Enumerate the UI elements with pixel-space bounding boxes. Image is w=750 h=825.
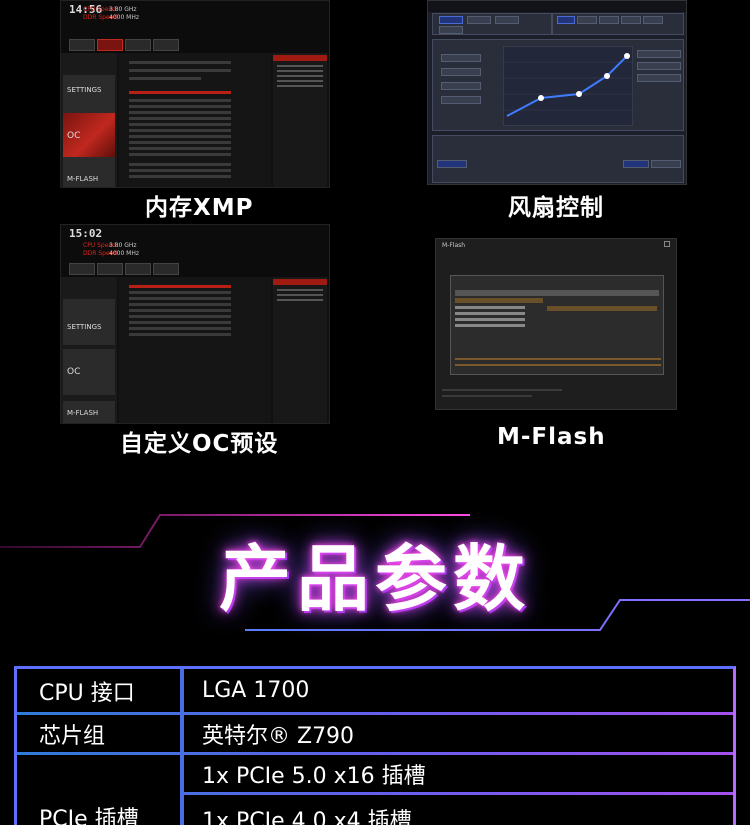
spec-value-pcie-slot: 1x PCIe 5.0 x16 插槽: [184, 755, 733, 792]
sidebar-oc[interactable]: [63, 349, 115, 395]
bios-topbar: 15:02 CPU Speed 3.80 GHz DDR Speed 4000 …: [61, 225, 329, 277]
fan-curve-graph[interactable]: [503, 46, 633, 126]
bios-sidebar: SETTINGS OC M-FLASH: [61, 277, 117, 423]
spec-key-chipset: 芯片组: [17, 715, 180, 752]
sidebar-mflash[interactable]: [63, 401, 115, 423]
close-icon[interactable]: [664, 241, 670, 247]
bios-help-panel: [273, 53, 327, 187]
fan-control-screenshot: [427, 0, 687, 185]
sidebar-mflash[interactable]: [63, 157, 115, 187]
sidebar-oc[interactable]: [63, 113, 115, 159]
bios-profile-tabs: [61, 37, 329, 53]
mflash-file-panel: [450, 275, 664, 375]
fan-curve-panel: [432, 39, 684, 131]
bios-oc-profile-screenshot: 15:02 CPU Speed 3.80 GHz DDR Speed 4000 …: [60, 224, 330, 424]
section-title: 产品参数: [218, 537, 531, 621]
spec-table: CPU 接口 LGA 1700 芯片组 英特尔® Z790 PCIe 插槽 1x…: [14, 666, 736, 825]
mflash-window-title: M-Flash: [442, 242, 466, 249]
bios-topbar: 14:56 CPU Speed 3.80 GHz DDR Speed 4000 …: [61, 1, 329, 53]
bios-oc-profile-list: [119, 277, 271, 423]
bios-clock: 15:02: [69, 227, 103, 240]
caption-oc-profile: 自定义OC预设: [120, 431, 279, 457]
bios-profile-tabs: [61, 261, 329, 277]
heading-neon-lines: [0, 514, 750, 631]
spec-value-pcie-slot: 1x PCIe 4.0 x4 插槽: [184, 795, 733, 825]
caption-xmp: 内存XMP: [145, 195, 254, 221]
bios-sidebar: SETTINGS OC M-FLASH: [61, 53, 117, 187]
bios-xmp-screenshot: 14:56 CPU Speed 3.80 GHz DDR Speed 4000 …: [60, 0, 330, 188]
spec-key-cpu-socket: CPU 接口: [17, 669, 180, 712]
bios-settings-list: [119, 53, 271, 187]
bios-clock: 14:56: [69, 3, 103, 16]
spec-value-cpu-socket: LGA 1700: [184, 669, 733, 712]
mflash-screenshot: M-Flash: [435, 238, 677, 410]
spec-value-chipset: 英特尔® Z790: [184, 715, 733, 752]
fan-select-tabs: [552, 13, 684, 35]
sidebar-settings[interactable]: [63, 299, 115, 345]
spec-key-pcie-slots: PCIe 插槽: [17, 755, 180, 825]
caption-fan-control: 风扇控制: [508, 195, 604, 221]
fan-sensor-tabs: [432, 13, 552, 35]
caption-mflash: M-Flash: [497, 424, 606, 450]
bios-help-panel: [273, 277, 327, 423]
fan-titlebar: [428, 1, 686, 12]
fan-monitor-bar: [432, 135, 684, 183]
